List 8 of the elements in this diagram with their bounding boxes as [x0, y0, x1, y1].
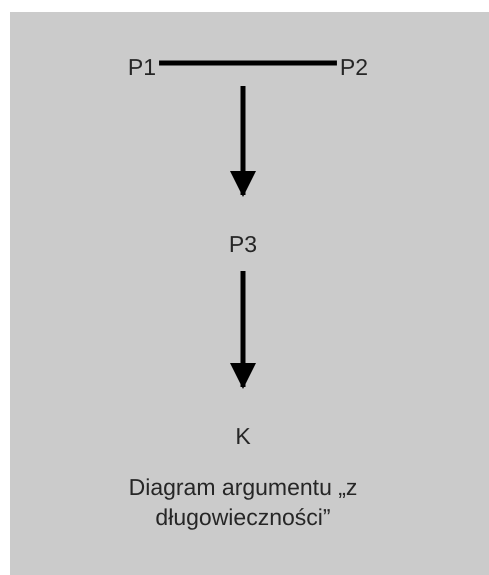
node-label: P2 [340, 54, 368, 80]
node-label: K [235, 423, 251, 449]
caption: Diagram argumentu „z długowieczności” [128, 473, 358, 532]
connector-line [159, 60, 337, 66]
node-label: P3 [228, 231, 258, 257]
arrow [230, 86, 256, 197]
arrow [230, 271, 256, 389]
node-label: P1 [128, 54, 156, 80]
